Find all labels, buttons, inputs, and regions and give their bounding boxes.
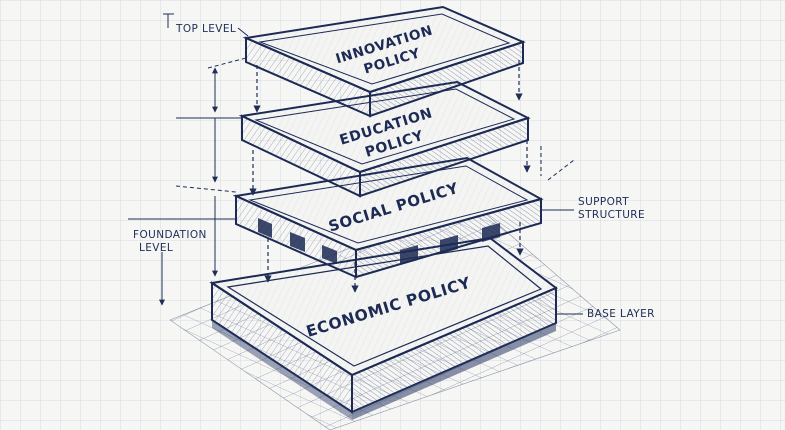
- callout-support-structure-label: SUPPORT STRUCTURE: [578, 196, 645, 221]
- dimension-lines-left: [128, 57, 247, 306]
- callout-base-layer: BASE LAYER: [556, 308, 655, 320]
- callout-support-structure-line: SUPPORT: [578, 196, 629, 208]
- callout-top-level-label: TOP LEVEL: [175, 23, 236, 35]
- connector-lines-top: [253, 60, 523, 113]
- support-structure-openings: [258, 218, 500, 265]
- layer-innovation-policy: INNOVATION POLICY: [242, 5, 526, 118]
- callout-foundation-level-line: LEVEL: [139, 242, 173, 254]
- callout-support-structure-line: STRUCTURE: [578, 209, 645, 221]
- callout-foundation-level-line: FOUNDATION: [133, 229, 207, 241]
- connector-lines-upper: [249, 140, 531, 196]
- callout-top-level: TOP LEVEL: [163, 13, 249, 37]
- dimension-lines-right: [540, 146, 575, 181]
- callout-support-structure: SUPPORT STRUCTURE: [541, 196, 645, 221]
- layer-economic-policy: ECONOMIC POLICY: [209, 236, 558, 420]
- layer-education-policy: EDUCATION POLICY: [238, 80, 531, 198]
- callout-base-layer-label: BASE LAYER: [587, 308, 655, 320]
- callout-foundation-level: FOUNDATION LEVEL: [133, 229, 211, 254]
- layer-social-policy: SOCIAL POLICY: [232, 156, 544, 279]
